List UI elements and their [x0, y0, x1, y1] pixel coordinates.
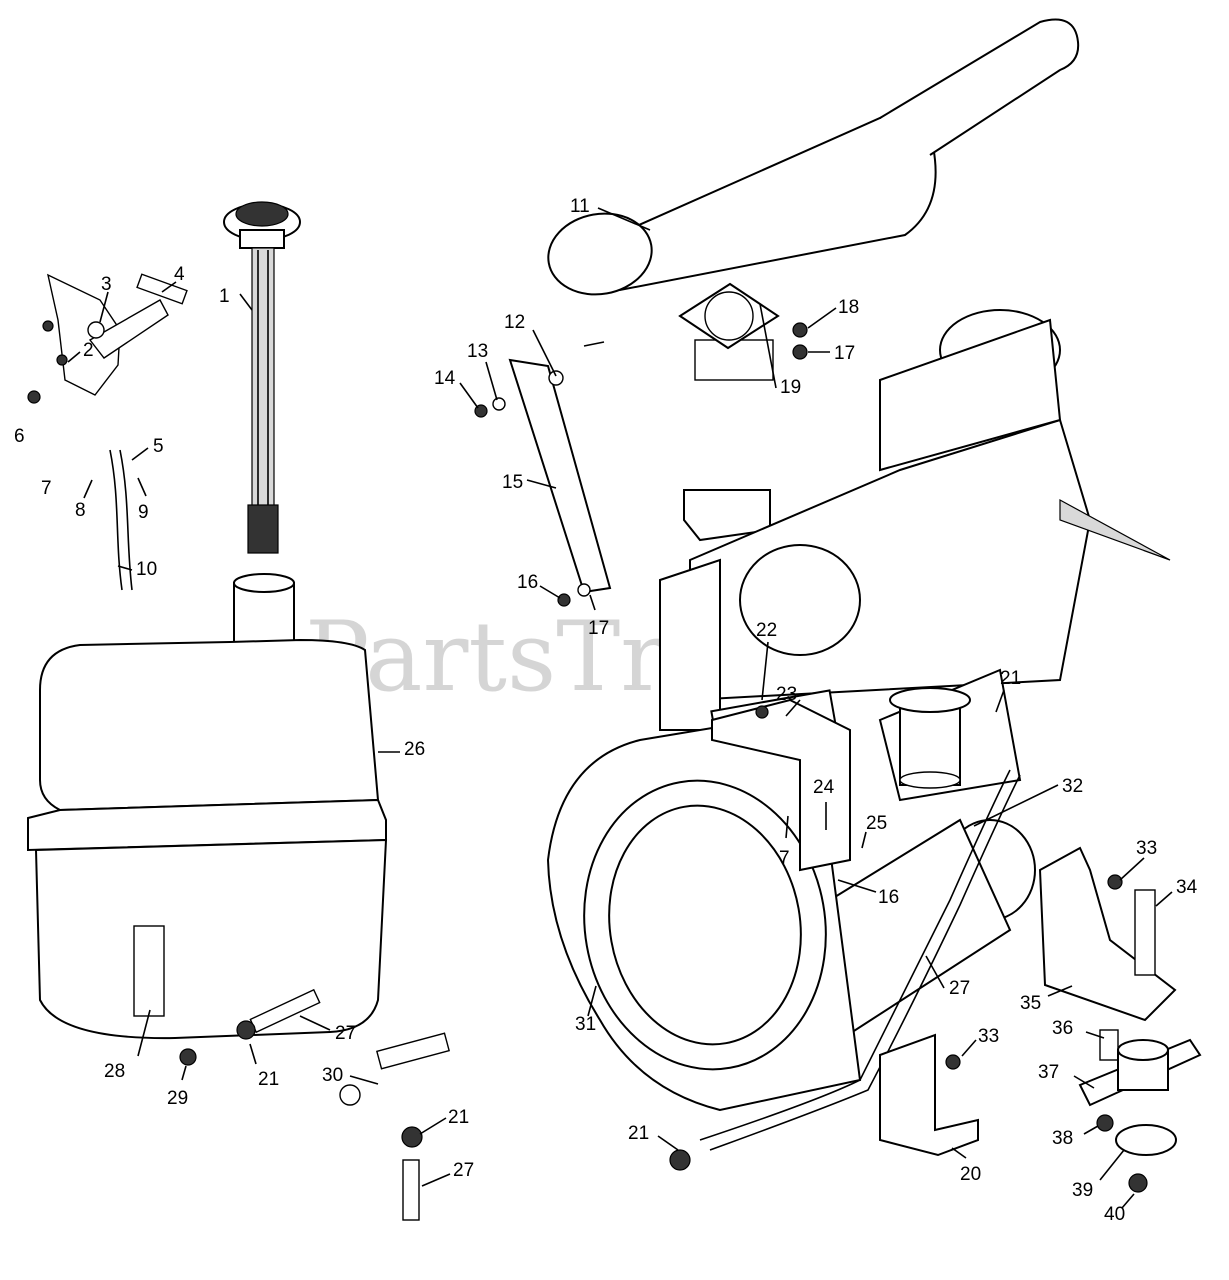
callout-32[interactable]: 32 [1062, 776, 1083, 797]
callout-38[interactable]: 38 [1052, 1128, 1073, 1149]
callouts: 1 2 3 4 5 6 7 8 9 10 11 12 13 14 15 16 1… [14, 196, 1198, 1225]
callout-22[interactable]: 22 [756, 620, 777, 641]
callout-27[interactable]: 27 [949, 978, 970, 999]
callout-34[interactable]: 34 [1176, 877, 1198, 898]
callout-8[interactable]: 8 [75, 500, 86, 521]
callout-12[interactable]: 12 [504, 312, 525, 333]
callout-18[interactable]: 18 [838, 297, 859, 318]
callout-31[interactable]: 31 [575, 1014, 596, 1035]
callout-16b[interactable]: 16 [878, 887, 899, 908]
callout-25[interactable]: 25 [866, 813, 887, 834]
muffler-gasket[interactable] [678, 282, 780, 350]
fuel-tank[interactable] [27, 573, 388, 1040]
callout-9[interactable]: 9 [138, 502, 149, 523]
vibration-mount[interactable] [1078, 1029, 1202, 1193]
callout-3[interactable]: 3 [101, 274, 112, 295]
callout-40[interactable]: 40 [1104, 1204, 1125, 1225]
callout-35[interactable]: 35 [1020, 993, 1041, 1014]
callout-21b[interactable]: 21 [258, 1069, 279, 1090]
fuel-line[interactable] [669, 769, 1021, 1171]
callout-17b[interactable]: 17 [834, 343, 855, 364]
callout-2[interactable]: 2 [83, 340, 94, 361]
callout-6[interactable]: 6 [14, 426, 25, 447]
callout-28[interactable]: 28 [104, 1061, 125, 1082]
angle-bracket-20[interactable] [879, 1033, 979, 1157]
throttle-lever-assembly[interactable] [27, 273, 188, 591]
callout-14[interactable]: 14 [434, 368, 456, 389]
fuel-fittings[interactable] [179, 988, 450, 1221]
callout-21d[interactable]: 21 [628, 1123, 649, 1144]
callout-33b[interactable]: 33 [978, 1026, 999, 1047]
callout-16[interactable]: 16 [517, 572, 538, 593]
mount-bracket-35[interactable] [1038, 846, 1177, 1022]
callout-21c[interactable]: 21 [448, 1107, 469, 1128]
callout-11[interactable]: 11 [570, 196, 590, 217]
callout-7b[interactable]: 7 [779, 848, 790, 869]
muffler[interactable] [542, 18, 1080, 381]
callout-30[interactable]: 30 [322, 1065, 343, 1086]
callout-17[interactable]: 17 [588, 618, 609, 639]
callout-15[interactable]: 15 [502, 472, 523, 493]
callout-21[interactable]: 21 [1000, 668, 1021, 689]
callout-27b[interactable]: 27 [335, 1023, 356, 1044]
callout-23[interactable]: 23 [776, 684, 797, 705]
callout-24[interactable]: 24 [813, 777, 835, 798]
callout-1[interactable]: 1 [219, 286, 230, 307]
callout-5[interactable]: 5 [153, 436, 164, 457]
callout-37[interactable]: 37 [1038, 1062, 1059, 1083]
callout-39[interactable]: 39 [1072, 1180, 1093, 1201]
callout-13[interactable]: 13 [467, 341, 488, 362]
engine-mount-bracket-23[interactable] [711, 698, 851, 872]
callout-33[interactable]: 33 [1136, 838, 1157, 859]
fuel-gauge-sender[interactable] [223, 201, 301, 554]
bell-housing[interactable] [546, 718, 862, 1112]
callout-20[interactable]: 20 [960, 1164, 981, 1185]
callout-29[interactable]: 29 [167, 1088, 188, 1109]
callout-27c[interactable]: 27 [453, 1160, 474, 1181]
callout-4[interactable]: 4 [174, 264, 185, 285]
fuel-filter[interactable] [889, 687, 971, 789]
callout-19[interactable]: 19 [780, 377, 801, 398]
callout-36[interactable]: 36 [1052, 1018, 1073, 1039]
callout-7[interactable]: 7 [41, 478, 52, 499]
muffler-bracket[interactable] [474, 322, 808, 607]
callout-26[interactable]: 26 [404, 739, 425, 760]
callout-10[interactable]: 10 [136, 559, 157, 580]
